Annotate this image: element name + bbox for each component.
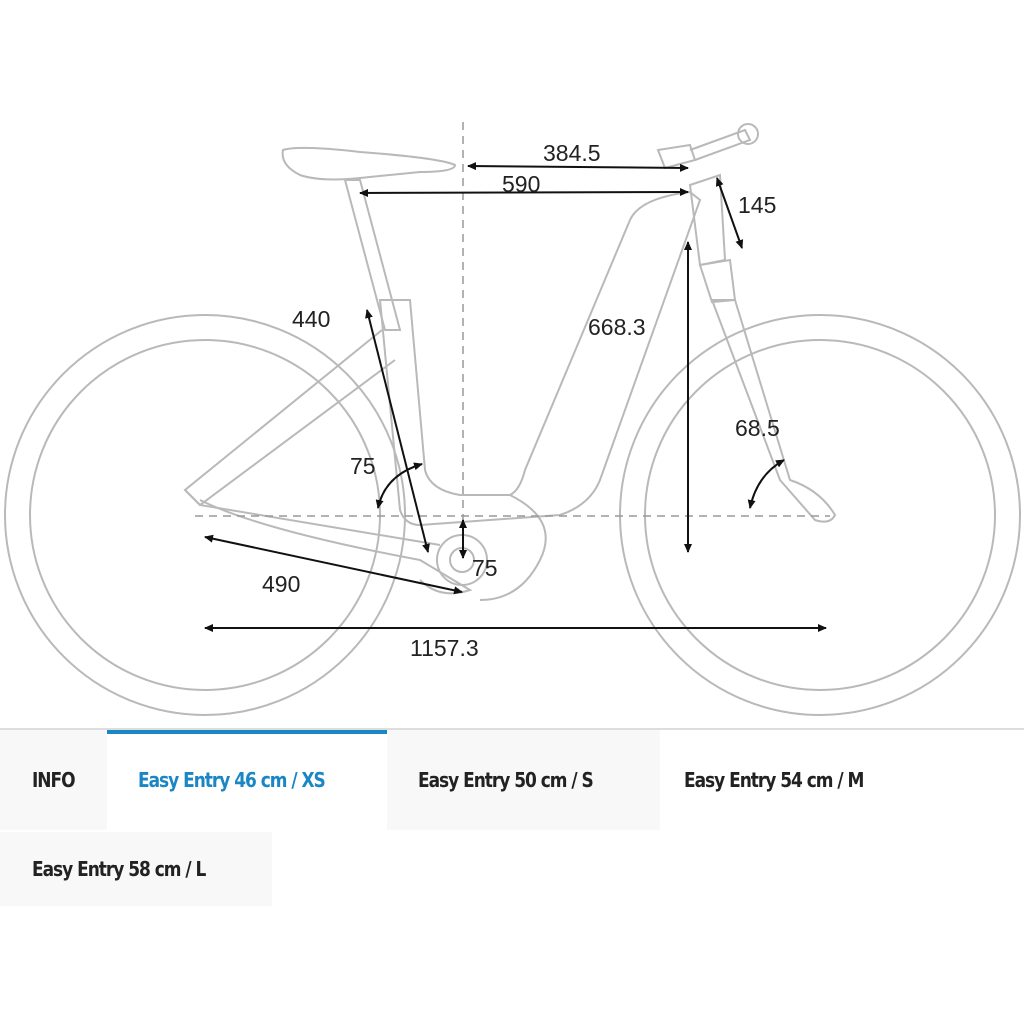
tab-label: Easy Entry 46 cm / XS (138, 768, 326, 792)
tab-info[interactable]: INFO (0, 730, 107, 830)
dimension-labels: 384.5 590 145 440 668.3 68.5 75 75 490 1… (262, 140, 780, 661)
rear-wheel (4, 314, 406, 716)
bike-geometry-diagram: 384.5 590 145 440 668.3 68.5 75 75 490 1… (4, 122, 1021, 716)
reach-label: 384.5 (543, 140, 601, 166)
tab-label: Easy Entry 54 cm / M (684, 768, 864, 792)
seat-tube-label: 440 (292, 306, 330, 332)
dimension-arrows (204, 162, 827, 632)
tab-easy-entry-46-xs[interactable]: Easy Entry 46 cm / XS (107, 730, 393, 830)
tab-easy-entry-58-l[interactable]: Easy Entry 58 cm / L (0, 832, 272, 906)
top-tube-label: 590 (502, 171, 540, 197)
tabs-divider (0, 728, 1024, 730)
chainstay-label: 490 (262, 571, 300, 597)
head-angle-label: 68.5 (735, 415, 780, 441)
tab-easy-entry-50-s[interactable]: Easy Entry 50 cm / S (387, 730, 660, 830)
front-wheel (619, 314, 1021, 716)
head-tube-label: 145 (738, 192, 776, 218)
wheelbase-label: 1157.3 (410, 635, 479, 661)
seat-angle-label: 75 (350, 453, 376, 479)
tab-label: INFO (32, 768, 76, 792)
tab-easy-entry-54-m[interactable]: Easy Entry 54 cm / M (660, 730, 930, 830)
tab-label: Easy Entry 58 cm / L (32, 857, 206, 881)
tab-label: Easy Entry 50 cm / S (418, 768, 594, 792)
stack-label: 668.3 (588, 314, 646, 340)
bb-drop-label: 75 (472, 555, 498, 581)
